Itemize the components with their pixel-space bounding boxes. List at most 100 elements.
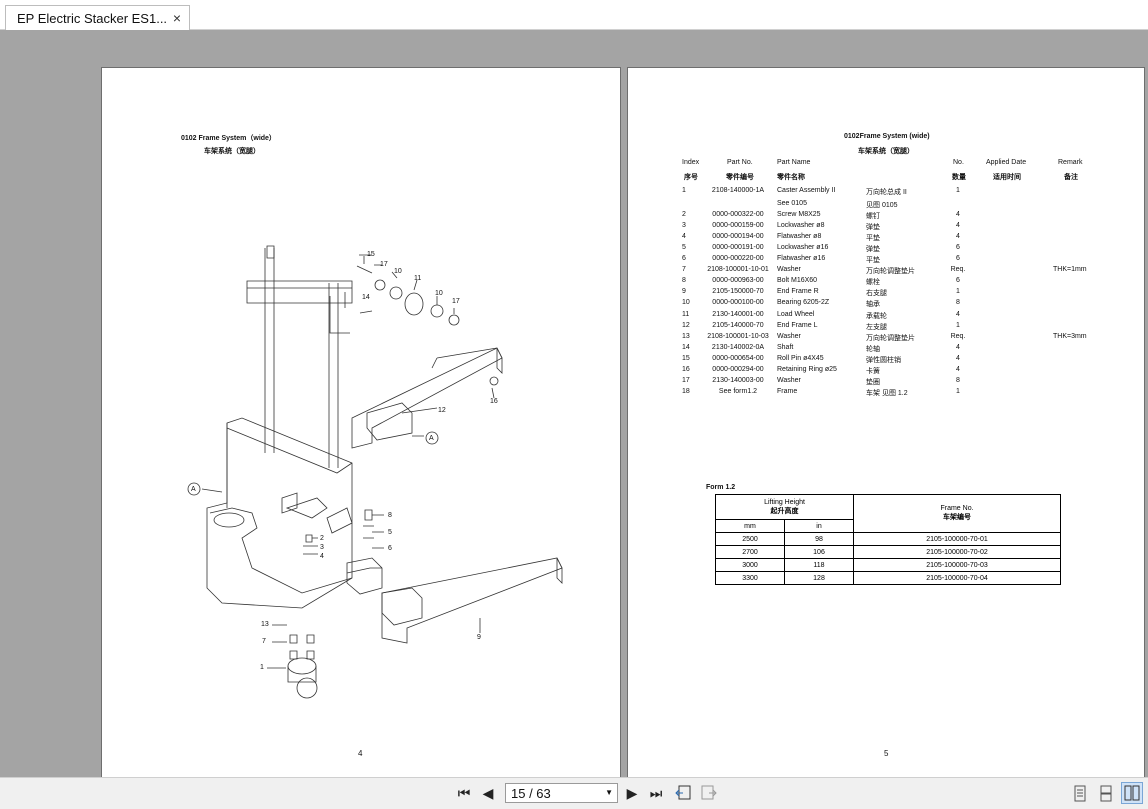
- callout-label: A: [191, 486, 196, 493]
- frame-cell: 2105-100000-70-03: [853, 558, 1061, 572]
- cell-cn: 万向轮调整垫片: [866, 334, 915, 342]
- cell-index: 14: [682, 343, 690, 351]
- cell-part: 0000-000220-00: [712, 255, 764, 263]
- cell-cn: 平垫: [866, 235, 880, 243]
- frame-no-cn: 车架编号: [943, 514, 971, 521]
- cell-part: 2108-100001-10-01: [707, 266, 769, 274]
- cell-part: 2108-140000-1A: [711, 187, 765, 194]
- callout-label: 8: [388, 512, 392, 519]
- frame-cell: 2105-100000-70-04: [853, 571, 1061, 585]
- cell-name: Washer: [777, 266, 801, 274]
- callout-label: 4: [320, 553, 324, 560]
- header-no-cn: 数量: [952, 174, 966, 181]
- last-page-button[interactable]: ⏭: [649, 785, 663, 801]
- cell-index: 15: [682, 354, 690, 362]
- cell-cn: 车架 见图 1.2: [866, 389, 908, 397]
- cell-qty: 1: [956, 187, 960, 194]
- two-page-view-button[interactable]: [1121, 782, 1143, 804]
- document-viewer[interactable]: 0102 Frame System（wide） 车架系统（宽腿）: [0, 30, 1148, 801]
- cell-qty: Req.: [950, 332, 966, 340]
- next-view-icon[interactable]: [700, 784, 718, 802]
- continuous-view-icon[interactable]: [1099, 785, 1113, 802]
- header-no: No.: [953, 159, 964, 166]
- cell-part: 0000-000963-00: [712, 277, 764, 285]
- cell-qty: 1: [956, 288, 960, 296]
- page-number-input[interactable]: 15 / 63 ▼: [505, 783, 618, 803]
- cell-name: Screw M8X25: [777, 211, 821, 219]
- cell-qty: Req.: [950, 266, 966, 274]
- callout-label: 17: [452, 298, 460, 305]
- header-index-cn: 序号: [684, 174, 698, 181]
- cell-index: 5: [682, 244, 686, 252]
- cell-name: Bolt M16X60: [777, 277, 818, 285]
- header-part-no-cn: 零件编号: [726, 174, 754, 181]
- cell-qty: 4: [956, 343, 960, 351]
- cell-cn: 万向轮调整垫片: [866, 268, 915, 276]
- callout-label: 9: [477, 634, 481, 641]
- left-page-subtitle: 车架系统（宽腿）: [204, 148, 260, 155]
- previous-page-button[interactable]: ◀: [482, 785, 494, 801]
- cell-index: 1: [682, 187, 686, 194]
- cell-part: 2130-140002-0A: [711, 343, 765, 351]
- form-table: Lifting Height 起升高度 Frame No. 车架编号 mm in…: [715, 494, 1061, 585]
- close-icon[interactable]: ×: [172, 10, 181, 26]
- cell-qty: 6: [956, 244, 960, 252]
- callout-label: 14: [362, 294, 370, 301]
- cell-index: 3: [682, 222, 686, 230]
- in-cell: 98: [784, 532, 854, 546]
- chevron-down-icon[interactable]: ▼: [605, 788, 613, 797]
- right-page-title: 0102Frame System (wide): [844, 133, 930, 140]
- cell-qty: 4: [956, 354, 960, 362]
- cell-name: End Frame R: [777, 288, 819, 296]
- cell-qty: 4: [956, 365, 960, 373]
- cell-name: Caster Assembly II: [777, 187, 836, 194]
- cell-name: Flatwasher ø8: [777, 233, 822, 241]
- document-tab[interactable]: EP Electric Stacker ES1... ×: [5, 5, 190, 30]
- cell-qty: 1: [956, 387, 960, 395]
- cell-cn: 万向轮总成 II: [866, 189, 907, 196]
- cell-cn: 平垫: [866, 257, 880, 265]
- bottom-toolbar: ⏮ ◀ 15 / 63 ▼ ▶ ⏭: [0, 777, 1148, 809]
- cell-part: 2105-150000-70: [712, 288, 764, 296]
- cell-cn: 弹性圆柱销: [866, 356, 901, 364]
- two-page-view-icon: [1124, 785, 1140, 801]
- cell-cn: 卡簧: [866, 367, 880, 375]
- callout-label: 10: [435, 290, 443, 297]
- cell-index: 11: [682, 310, 690, 318]
- single-page-view-icon[interactable]: [1073, 785, 1087, 802]
- in-cell: 106: [784, 545, 854, 559]
- mm-cell: 2700: [715, 545, 785, 559]
- frame-cell: 2105-100000-70-01: [853, 532, 1061, 546]
- page-right: 0102Frame System (wide) 车架系统（宽腿） Index P…: [627, 67, 1145, 801]
- lifting-height-cn: 起升高度: [770, 507, 799, 515]
- cell-name: Washer: [777, 376, 801, 384]
- cell-name: Lockwasher ø8: [777, 222, 825, 230]
- callout-label: 10: [394, 268, 402, 275]
- cell-part: 0000-000100-00: [712, 299, 764, 307]
- cell-qty: 8: [956, 376, 960, 384]
- cell-remark: THK=3mm: [1053, 332, 1087, 340]
- cell-name: Washer: [777, 332, 801, 340]
- cell-part: 2130-140001-00: [712, 310, 764, 318]
- cell-index: 2: [682, 211, 686, 219]
- cell-part: See form1.2: [718, 387, 758, 395]
- callout-label: 2: [320, 535, 324, 542]
- cell-name: Frame: [777, 387, 798, 395]
- cell-qty: 6: [956, 277, 960, 285]
- callout-label: A: [429, 435, 434, 442]
- cell-index: 4: [682, 233, 686, 241]
- first-page-button[interactable]: ⏮: [457, 785, 471, 801]
- cell-cn: 承载轮: [866, 312, 887, 320]
- header-part-no: Part No.: [727, 159, 753, 166]
- cell-part: 0000-000191-00: [712, 244, 764, 252]
- cell-qty: 4: [956, 310, 960, 318]
- cell-name: Retaining Ring ø25: [777, 365, 837, 373]
- cell-name: Shaft: [777, 343, 794, 351]
- previous-view-icon[interactable]: [674, 784, 692, 802]
- cell-part: 0000-000159-00: [712, 222, 764, 230]
- next-page-button[interactable]: ▶: [626, 785, 638, 801]
- cell-part: 0000-000322-00: [712, 211, 764, 219]
- cell-name: End Frame L: [777, 321, 818, 329]
